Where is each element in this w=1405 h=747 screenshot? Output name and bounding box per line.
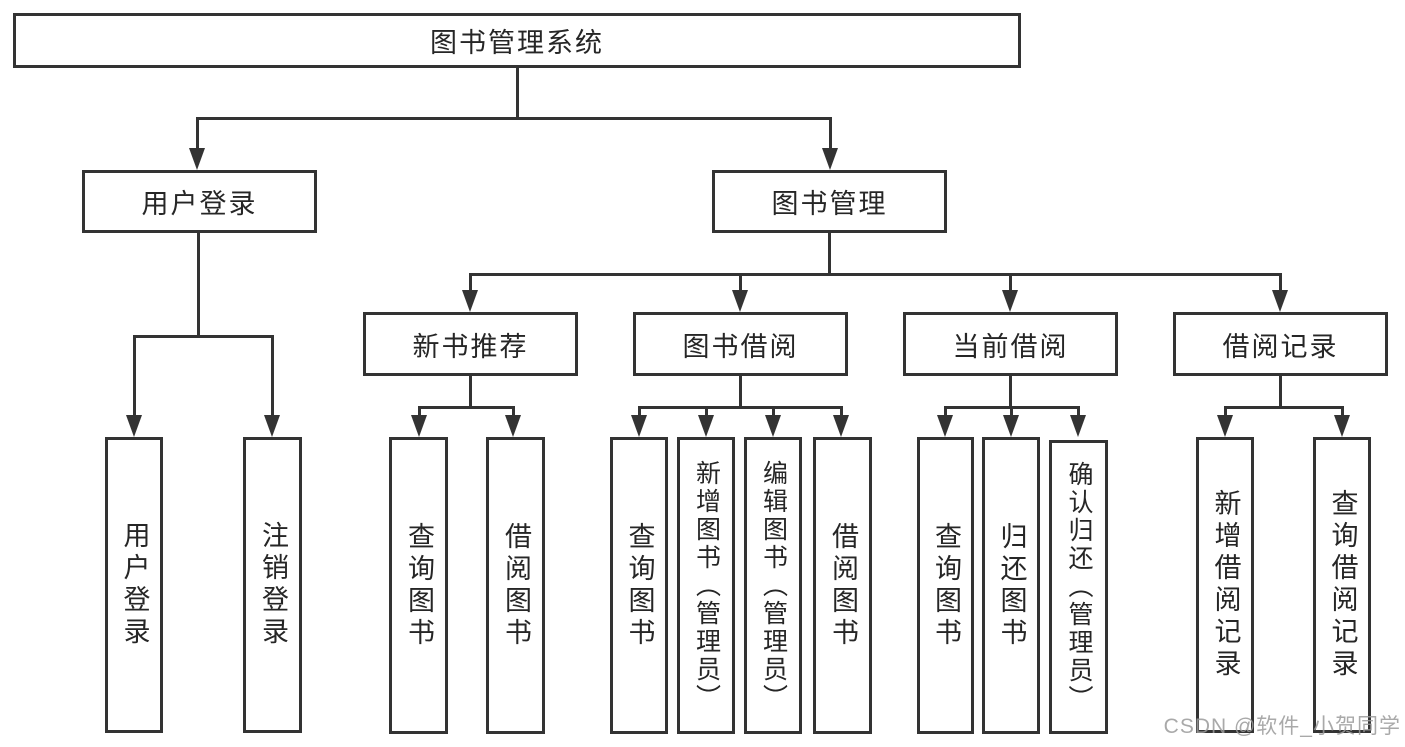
connector-line xyxy=(829,117,832,151)
arrow-down-icon xyxy=(937,415,953,437)
connector-line xyxy=(512,406,515,418)
node-new-book-recommend: 新书推荐 xyxy=(363,312,578,376)
arrow-down-icon xyxy=(1002,290,1018,312)
connector-line xyxy=(1077,406,1080,418)
arrow-down-icon xyxy=(1272,290,1288,312)
connector-line xyxy=(638,406,843,409)
connector-line xyxy=(1279,273,1282,293)
connector-line xyxy=(638,406,641,418)
node-current-borrowing: 当前借阅 xyxy=(903,312,1118,376)
connector-line xyxy=(1009,376,1012,409)
leaf-logout: 注销登录 xyxy=(243,437,302,733)
connector-line xyxy=(739,376,742,409)
arrow-down-icon xyxy=(631,415,647,437)
leaf-user-login: 用户登录 xyxy=(105,437,163,733)
arrow-down-icon xyxy=(1334,415,1350,437)
arrow-down-icon xyxy=(189,148,205,170)
arrow-down-icon xyxy=(1217,415,1233,437)
arrow-down-icon xyxy=(1070,415,1086,437)
arrow-down-icon xyxy=(264,415,280,437)
connector-line xyxy=(271,335,274,416)
node-book-borrowing: 图书借阅 xyxy=(633,312,848,376)
arrow-down-icon xyxy=(833,415,849,437)
node-root: 图书管理系统 xyxy=(13,13,1021,68)
arrow-down-icon xyxy=(698,415,714,437)
arrow-down-icon xyxy=(765,415,781,437)
leaf-bb-borrow-book: 借阅图书 xyxy=(813,437,872,734)
leaf-nbr-query-book: 查询图书 xyxy=(389,437,448,734)
connector-line xyxy=(133,335,274,338)
leaf-bb-query-book: 查询图书 xyxy=(610,437,668,734)
leaf-bb-add-book: 新增图书（管理员） xyxy=(677,437,735,734)
csdn-watermark: CSDN @软件_小贺同学 xyxy=(1163,715,1401,738)
connector-line xyxy=(469,273,1282,276)
connector-line xyxy=(196,117,199,151)
leaf-cb-query-book: 查询图书 xyxy=(917,437,974,734)
connector-line xyxy=(196,117,832,120)
arrow-down-icon xyxy=(126,415,142,437)
connector-line xyxy=(418,406,515,409)
connector-line xyxy=(705,406,708,418)
node-user-login: 用户登录 xyxy=(82,170,317,233)
node-book-management: 图书管理 xyxy=(712,170,947,233)
arrow-down-icon xyxy=(505,415,521,437)
connector-line xyxy=(1224,406,1227,418)
leaf-br-query-record: 查询借阅记录 xyxy=(1313,437,1371,733)
connector-line xyxy=(772,406,775,418)
connector-line xyxy=(1279,376,1282,409)
connector-line xyxy=(1009,273,1012,293)
connector-line xyxy=(516,67,519,118)
connector-line xyxy=(1224,406,1344,409)
connector-line xyxy=(739,273,742,293)
connector-line xyxy=(469,273,472,293)
connector-line xyxy=(840,406,843,418)
leaf-br-add-record: 新增借阅记录 xyxy=(1196,437,1254,733)
arrow-down-icon xyxy=(1003,415,1019,437)
connector-line xyxy=(133,335,136,416)
connector-line xyxy=(1341,406,1344,418)
arrow-down-icon xyxy=(411,415,427,437)
connector-line xyxy=(1010,406,1013,418)
arrow-down-icon xyxy=(732,290,748,312)
leaf-nbr-borrow-book: 借阅图书 xyxy=(486,437,545,734)
leaf-cb-confirm-return: 确认归还（管理员） xyxy=(1049,440,1108,734)
leaf-bb-edit-book: 编辑图书（管理员） xyxy=(744,437,802,734)
connector-line xyxy=(197,233,200,338)
arrow-down-icon xyxy=(462,290,478,312)
connector-line xyxy=(828,233,831,275)
connector-line xyxy=(944,406,947,418)
connector-line xyxy=(418,406,421,418)
connector-line xyxy=(469,376,472,409)
arrow-down-icon xyxy=(822,148,838,170)
node-borrowing-records: 借阅记录 xyxy=(1173,312,1388,376)
leaf-cb-return-book: 归还图书 xyxy=(982,437,1040,734)
